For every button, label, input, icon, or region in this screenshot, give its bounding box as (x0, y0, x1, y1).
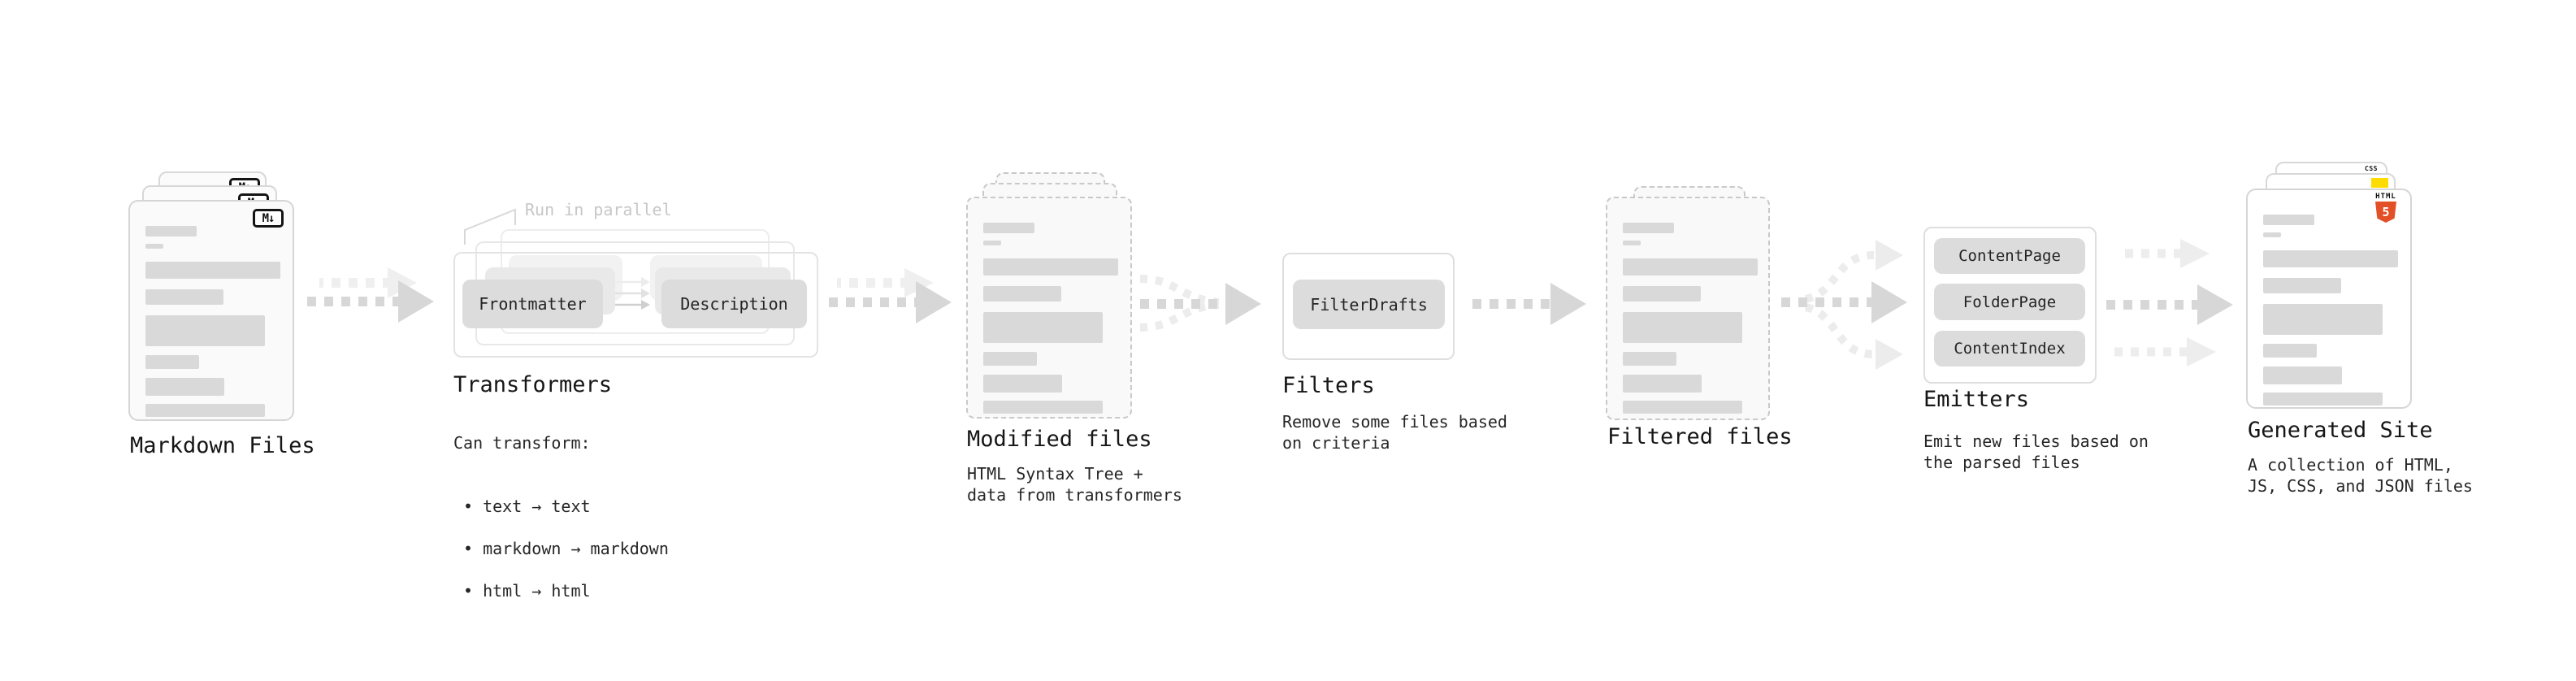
transformers-node: Frontmatter Description (453, 229, 818, 358)
document-skeleton-lines (968, 198, 1130, 414)
markdown-files-label: Markdown Files (130, 433, 315, 458)
filterdrafts-pill: FilterDrafts (1293, 280, 1445, 329)
document-skeleton-lines (130, 202, 293, 417)
bullet-item: • markdown → markdown (463, 539, 669, 558)
html5-icon: HTML 5 (2370, 193, 2402, 223)
run-in-parallel-annotation: Run in parallel (525, 200, 672, 219)
arrow-emitters-to-generated (2106, 239, 2233, 367)
transformers-bullet-list: • text → text • markdown → markdown • ht… (453, 475, 669, 622)
filtered-file-card (1606, 197, 1770, 420)
markdown-files-node: M↓ M↓ M↓ (128, 171, 294, 421)
description-pill: Description (661, 280, 807, 328)
html-file-card: HTML 5 (2246, 189, 2412, 409)
generated-site-description: A collection of HTML, JS, CSS, and JSON … (2248, 455, 2473, 496)
transformer-frame-front (453, 252, 818, 358)
generated-site-node: CSS HTML 5 (2246, 162, 2412, 409)
document-skeleton-lines (2248, 190, 2410, 406)
bullet-item: • text → text (463, 497, 591, 516)
emitters-label: Emitters (1923, 387, 2030, 412)
filtered-files-node (1606, 186, 1770, 420)
arrow-modified-to-filters (1139, 275, 1261, 332)
folderpage-pill: FolderPage (1934, 284, 2085, 320)
arrow-filters-to-filtered (1472, 283, 1586, 325)
frontmatter-pill: Frontmatter (462, 280, 603, 328)
transformers-label: Transformers (453, 372, 613, 397)
modified-files-description: HTML Syntax Tree + data from transformer… (967, 464, 1182, 505)
modified-files-label: Modified files (967, 427, 1152, 452)
arrow-transformers-to-modified (829, 268, 952, 323)
transformers-description: Can transform: • text → text • markdown … (453, 411, 669, 644)
filters-description: Remove some files based on criteria (1282, 412, 1507, 453)
contentpage-pill: ContentPage (1934, 238, 2085, 274)
modified-files-node (966, 172, 1132, 419)
transformers-desc-title: Can transform: (453, 433, 591, 453)
markdown-file-card: M↓ (128, 200, 294, 421)
contentindex-pill: ContentIndex (1934, 331, 2085, 367)
arrow-markdown-to-transformers (307, 267, 434, 323)
markdown-icon: M↓ (253, 209, 284, 228)
modified-file-card (966, 197, 1132, 419)
js-icon (2371, 178, 2388, 188)
filtered-files-label: Filtered files (1607, 424, 1793, 449)
emitters-description: Emit new files based on the parsed files (1923, 432, 2149, 472)
arrow-filtered-to-emitters (1781, 240, 1907, 370)
emitters-node: ContentPage FolderPage ContentIndex (1923, 227, 2097, 384)
document-skeleton-lines (1607, 198, 1768, 414)
generated-site-label: Generated Site (2248, 418, 2433, 443)
filters-node: FilterDrafts (1282, 253, 1455, 360)
bullet-item: • html → html (463, 581, 591, 601)
filters-label: Filters (1282, 373, 1375, 398)
